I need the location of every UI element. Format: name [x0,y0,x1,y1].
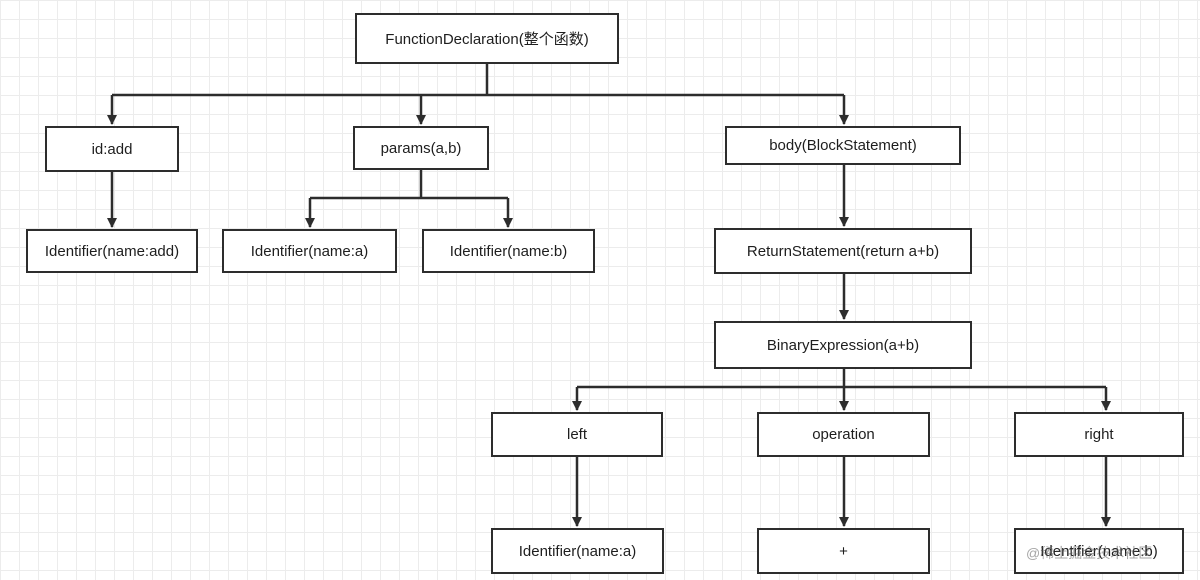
function-declaration-node: FunctionDeclaration(整个函数) [355,13,619,64]
connector-params-branch [310,170,508,200]
connector-fn-branch [112,64,844,97]
body-node: body(BlockStatement) [725,126,961,165]
operation-node: operation [757,412,930,457]
left-node: left [491,412,663,457]
identifier-b-node: Identifier(name:b) [422,229,595,273]
identifier-a-node: Identifier(name:a) [222,229,397,273]
operator-node: + [757,528,930,574]
id-add-node: id:add [45,126,179,172]
binary-expression-node: BinaryExpression(a+b) [714,321,972,369]
left-identifier-node: Identifier(name:a) [491,528,664,574]
right-node: right [1014,412,1184,457]
return-statement-node: ReturnStatement(return a+b) [714,228,972,274]
params-node: params(a,b) [353,126,489,170]
connector-binary-branch [577,369,1106,389]
identifier-add-node: Identifier(name:add) [26,229,198,273]
right-identifier-node: Identifier(name:b) [1014,528,1184,574]
